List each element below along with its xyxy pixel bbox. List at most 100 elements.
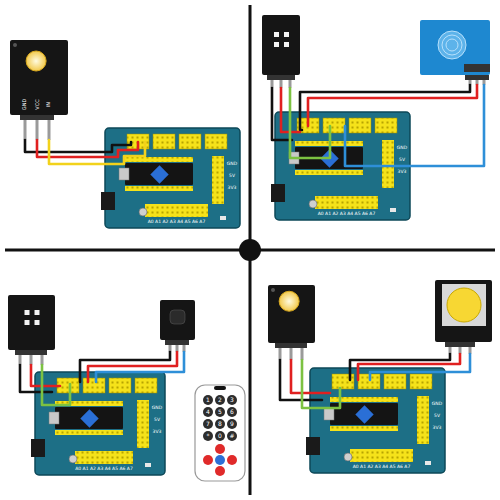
- pin-header: [464, 64, 490, 72]
- shield-pcb: [310, 368, 445, 473]
- light-module: [262, 15, 300, 75]
- led-square: [274, 42, 279, 47]
- led-square: [284, 32, 289, 37]
- wire: [291, 360, 330, 393]
- nano-shield-board: [31, 372, 165, 475]
- led-indicator: [390, 208, 396, 212]
- remote-button: [215, 407, 225, 417]
- capacitor: [139, 208, 147, 216]
- remote-button: [227, 395, 237, 405]
- nano-chip: [355, 405, 373, 423]
- nano-chip: [150, 165, 168, 183]
- led-indicator: [425, 461, 431, 465]
- wire: [302, 360, 340, 408]
- ir-receiver-module: [160, 300, 195, 340]
- pin-label: IN: [47, 101, 52, 106]
- dc-jack: [271, 184, 285, 202]
- wire: [290, 88, 330, 158]
- remote-button: [227, 431, 237, 441]
- remote-button: [215, 395, 225, 405]
- sensor-header: [179, 134, 201, 149]
- led-square: [35, 320, 40, 325]
- sensor-header: [349, 118, 371, 133]
- analog-header: [350, 449, 413, 462]
- pin-label: GND: [227, 162, 237, 167]
- capacitor: [344, 453, 352, 461]
- button-label: *: [207, 433, 210, 439]
- power-header: [417, 396, 429, 444]
- touch-sensor-module: [420, 20, 490, 75]
- led-square: [274, 32, 279, 37]
- analog-header: [145, 204, 208, 217]
- remote-button: [203, 395, 213, 405]
- led: [26, 51, 46, 71]
- light-module: [8, 295, 55, 350]
- shield-pcb: [105, 128, 240, 228]
- wire: [370, 354, 470, 380]
- wire: [49, 140, 145, 164]
- module-pcb: [160, 300, 195, 340]
- nano-header: [55, 430, 123, 435]
- wire: [88, 352, 177, 382]
- wire: [42, 365, 70, 405]
- nano-shield-board: [101, 128, 240, 228]
- sensor-header: [153, 134, 175, 149]
- wire: [20, 365, 52, 392]
- ok-button: [215, 455, 225, 465]
- arrow-button: [227, 455, 237, 465]
- arrow-button: [215, 466, 225, 476]
- led-square: [35, 310, 40, 315]
- touch-pad: [446, 39, 458, 51]
- button-label: 4: [206, 409, 210, 415]
- button-label: 9: [230, 421, 234, 427]
- wire: [31, 365, 60, 386]
- wires: [20, 85, 484, 408]
- remote-button: [203, 431, 213, 441]
- pin-label: 5V: [399, 158, 405, 163]
- button-module: [435, 280, 492, 342]
- sensor-header: [375, 118, 397, 133]
- wire: [345, 85, 484, 166]
- wire: [308, 85, 477, 126]
- module-pcb: [420, 20, 490, 75]
- remote-button: [203, 419, 213, 429]
- arrow-button: [215, 444, 225, 454]
- sensor-header: [83, 378, 105, 393]
- ir-remote: [195, 385, 245, 481]
- pin-label: 5V: [154, 418, 160, 423]
- shield-pcb: [35, 372, 165, 475]
- nano-header: [125, 157, 193, 162]
- pin-header: [465, 75, 489, 80]
- button-label: 2: [218, 397, 222, 403]
- led-square: [25, 320, 30, 325]
- module-pcb: [10, 40, 68, 115]
- pin-label: GND: [152, 406, 162, 411]
- button-label: 7: [206, 421, 210, 427]
- sensor-header: [135, 378, 157, 393]
- touch-pad: [442, 35, 462, 55]
- remote-button: [215, 431, 225, 441]
- remote-button: [215, 419, 225, 429]
- pin-label: GND: [23, 98, 28, 109]
- pin-label: A0 A1 A2 A3 A4 A5 A6 A7: [353, 465, 411, 470]
- pin-label: VCC: [35, 99, 40, 109]
- pin-header: [20, 115, 54, 120]
- pin-header: [165, 340, 189, 345]
- sensor-header: [410, 374, 432, 389]
- power-header: [137, 400, 149, 448]
- button-label: 3: [230, 397, 234, 403]
- wire: [350, 354, 450, 380]
- pin-label: 3V3: [153, 430, 162, 435]
- nano-header: [125, 186, 193, 191]
- touch-pad: [438, 31, 466, 59]
- pin-label: A0 A1 A2 A3 A4 A5 A6 A7: [318, 212, 376, 217]
- sensor-header: [323, 118, 345, 133]
- wire: [358, 354, 460, 380]
- analog-header: [315, 196, 378, 209]
- usb-connector: [324, 408, 334, 420]
- pin-header: [267, 75, 295, 80]
- ir-receiver: [170, 310, 185, 324]
- dc-jack: [306, 437, 320, 455]
